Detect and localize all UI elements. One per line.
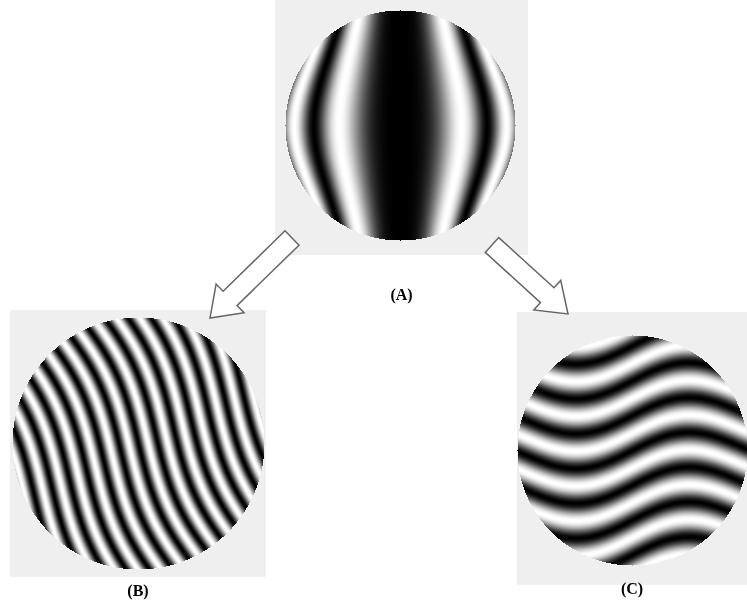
- interferogram: [275, 0, 528, 255]
- interferogram-panel: (A): [275, 0, 528, 255]
- block-arrow: [485, 238, 568, 314]
- panel-label: (C): [517, 580, 747, 598]
- interferogram-panel: (C): [517, 312, 747, 585]
- block-arrow: [210, 231, 299, 318]
- interferogram: [10, 310, 266, 577]
- panel-label: (A): [275, 286, 528, 304]
- panel-label: (B): [10, 582, 266, 600]
- interferogram-panel: (B): [10, 310, 266, 577]
- interferogram: [517, 312, 747, 585]
